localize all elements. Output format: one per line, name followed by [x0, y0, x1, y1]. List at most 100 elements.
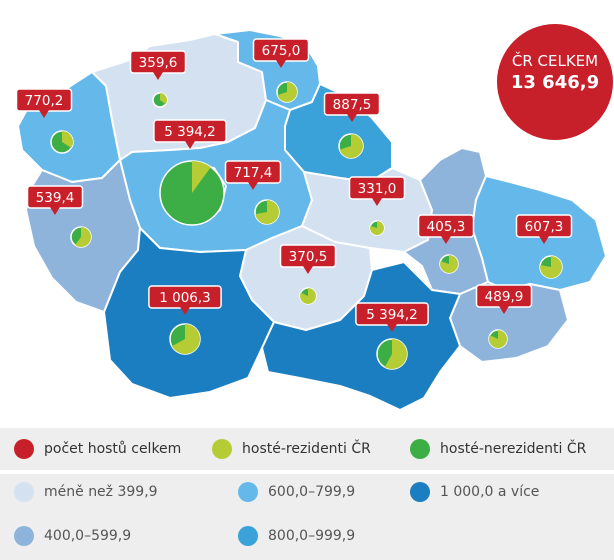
- legend-scale-1000: 1 000,0 a více: [410, 482, 539, 502]
- pie-plzensky: [70, 226, 92, 248]
- legend-scale-1000-label: 1 000,0 a více: [440, 484, 540, 500]
- value-label-text: 331,0: [358, 181, 397, 197]
- legend-scale-row: méně než 399,9 400,0–599,9 600,0–799,9 8…: [0, 474, 614, 560]
- value-label-pointer: [180, 307, 190, 315]
- label-praha: 5 394,2: [153, 119, 227, 149]
- legend-scale-800-999: 800,0–999,9: [238, 526, 355, 546]
- label-plzensky: 539,4: [26, 185, 84, 215]
- pie-resident-slice: [440, 255, 458, 274]
- region-jihomoravsky: [261, 261, 461, 411]
- value-label-pointer: [248, 182, 258, 190]
- pie-resident-slice: [300, 288, 316, 304]
- pie-zlinsky: [488, 329, 508, 349]
- pie-jihocesky: [169, 323, 201, 355]
- legend-scale-600-799: 600,0–799,9: [238, 482, 355, 502]
- legend-resident-label: hosté-rezidenti ČR: [242, 441, 371, 457]
- label-vysocina: 370,5: [279, 244, 337, 274]
- pie-resident-slice: [62, 131, 73, 148]
- value-label-text: 5 394,2: [164, 124, 216, 140]
- pie-resident-slice: [160, 93, 168, 105]
- value-label-text: 359,6: [139, 55, 178, 71]
- label-zlinsky: 489,9: [475, 284, 533, 314]
- pie-pardubicky: [369, 220, 385, 236]
- legend-total-label: počet hostů celkem: [44, 441, 182, 457]
- pie-resident-slice: [75, 227, 92, 247]
- value-label-text: 607,3: [525, 219, 564, 235]
- pie-resident-slice: [489, 330, 508, 349]
- value-label-pointer: [185, 141, 195, 149]
- value-label-text: 405,3: [427, 219, 466, 235]
- resident-color-dot: [212, 439, 232, 459]
- legend-resident: hosté-rezidenti ČR: [212, 439, 371, 459]
- legend: počet hostů celkem hosté-rezidenti ČR ho…: [0, 428, 614, 560]
- pie-resident-slice: [339, 134, 363, 158]
- pie-resident-slice: [369, 221, 385, 236]
- value-label-pointer: [276, 60, 286, 68]
- scale-1000-dot: [410, 482, 430, 502]
- value-label-pointer: [39, 110, 49, 118]
- value-label-text: 675,0: [262, 43, 301, 59]
- value-label-pointer: [303, 266, 313, 274]
- value-label-text: 370,5: [289, 249, 328, 265]
- pie-jihomoravsky: [376, 338, 408, 370]
- legend-nonresident-label: hosté-nerezidenti ČR: [440, 441, 587, 457]
- scale-600-799-dot: [238, 482, 258, 502]
- value-label-pointer: [347, 114, 357, 122]
- legend-scale-400-599: 400,0–599,9: [14, 526, 131, 546]
- total-color-dot: [14, 439, 34, 459]
- pie-olomoucky: [439, 254, 459, 274]
- pie-praha: [159, 160, 225, 226]
- pie-resident-slice: [255, 200, 279, 225]
- value-label-text: 489,9: [485, 289, 524, 305]
- pie-resident-slice: [540, 256, 562, 278]
- pie-karlovarsky: [50, 130, 74, 154]
- label-liberecky: 675,0: [252, 38, 310, 68]
- region-jihocesky: [103, 227, 275, 399]
- legend-series-row: počet hostů celkem hosté-rezidenti ČR ho…: [0, 428, 614, 470]
- label-karlovarsky: 770,2: [15, 88, 73, 118]
- label-ustecky: 359,6: [129, 50, 187, 80]
- legend-total: počet hostů celkem: [14, 439, 181, 459]
- label-stredocesky: 717,4: [224, 160, 282, 190]
- pie-kralovehradecky: [338, 133, 364, 159]
- pie-vysocina: [299, 287, 317, 305]
- pie-resident-slice: [171, 324, 200, 354]
- legend-scale-lt399-label: méně než 399,9: [44, 484, 158, 500]
- scale-800-999-dot: [238, 526, 258, 546]
- label-moravskoslezsky: 607,3: [515, 214, 573, 244]
- value-label-pointer: [372, 198, 382, 206]
- value-label-text: 717,4: [234, 165, 273, 181]
- czech-regions-map: 770,2 359,6 675,0 887,5 5 394,2 717,4 539,4 331…: [15, 29, 607, 411]
- legend-scale-800-999-label: 800,0–999,9: [268, 528, 356, 544]
- value-label-pointer: [153, 72, 163, 80]
- pie-ustecky: [152, 92, 168, 108]
- pie-liberecky: [276, 81, 298, 103]
- pie-moravskoslezsky: [539, 255, 563, 279]
- pie-resident-slice: [384, 339, 407, 370]
- label-olomoucky: 405,3: [417, 214, 475, 244]
- scale-400-599-dot: [14, 526, 34, 546]
- value-label-pointer: [387, 324, 397, 332]
- pie-resident-slice: [192, 161, 211, 193]
- value-label-text: 539,4: [36, 190, 75, 206]
- nonresident-color-dot: [410, 439, 430, 459]
- legend-scale-400-599-label: 400,0–599,9: [44, 528, 132, 544]
- pie-stredocesky: [254, 199, 280, 225]
- value-label-text: 5 394,2: [366, 307, 418, 323]
- scale-lt399-dot: [14, 482, 34, 502]
- legend-scale-600-799-label: 600,0–799,9: [268, 484, 356, 500]
- pie-resident-slice: [277, 82, 297, 102]
- label-kralovehradecky: 887,5: [323, 92, 381, 122]
- legend-nonresident: hosté-nerezidenti ČR: [410, 439, 586, 459]
- value-label-text: 1 006,3: [159, 290, 211, 306]
- label-jihomoravsky: 5 394,2: [355, 302, 429, 332]
- label-jihocesky: 1 006,3: [148, 285, 222, 315]
- value-label-pointer: [50, 207, 60, 215]
- label-pardubicky: 331,0: [348, 176, 406, 206]
- value-label-pointer: [539, 236, 549, 244]
- value-label-text: 887,5: [333, 97, 372, 113]
- total-value: 13 646,9: [510, 72, 600, 93]
- value-label-text: 770,2: [25, 93, 64, 109]
- total-label: ČR CELKEM: [511, 52, 599, 70]
- total-badge: ČR CELKEM 13 646,9: [497, 24, 613, 140]
